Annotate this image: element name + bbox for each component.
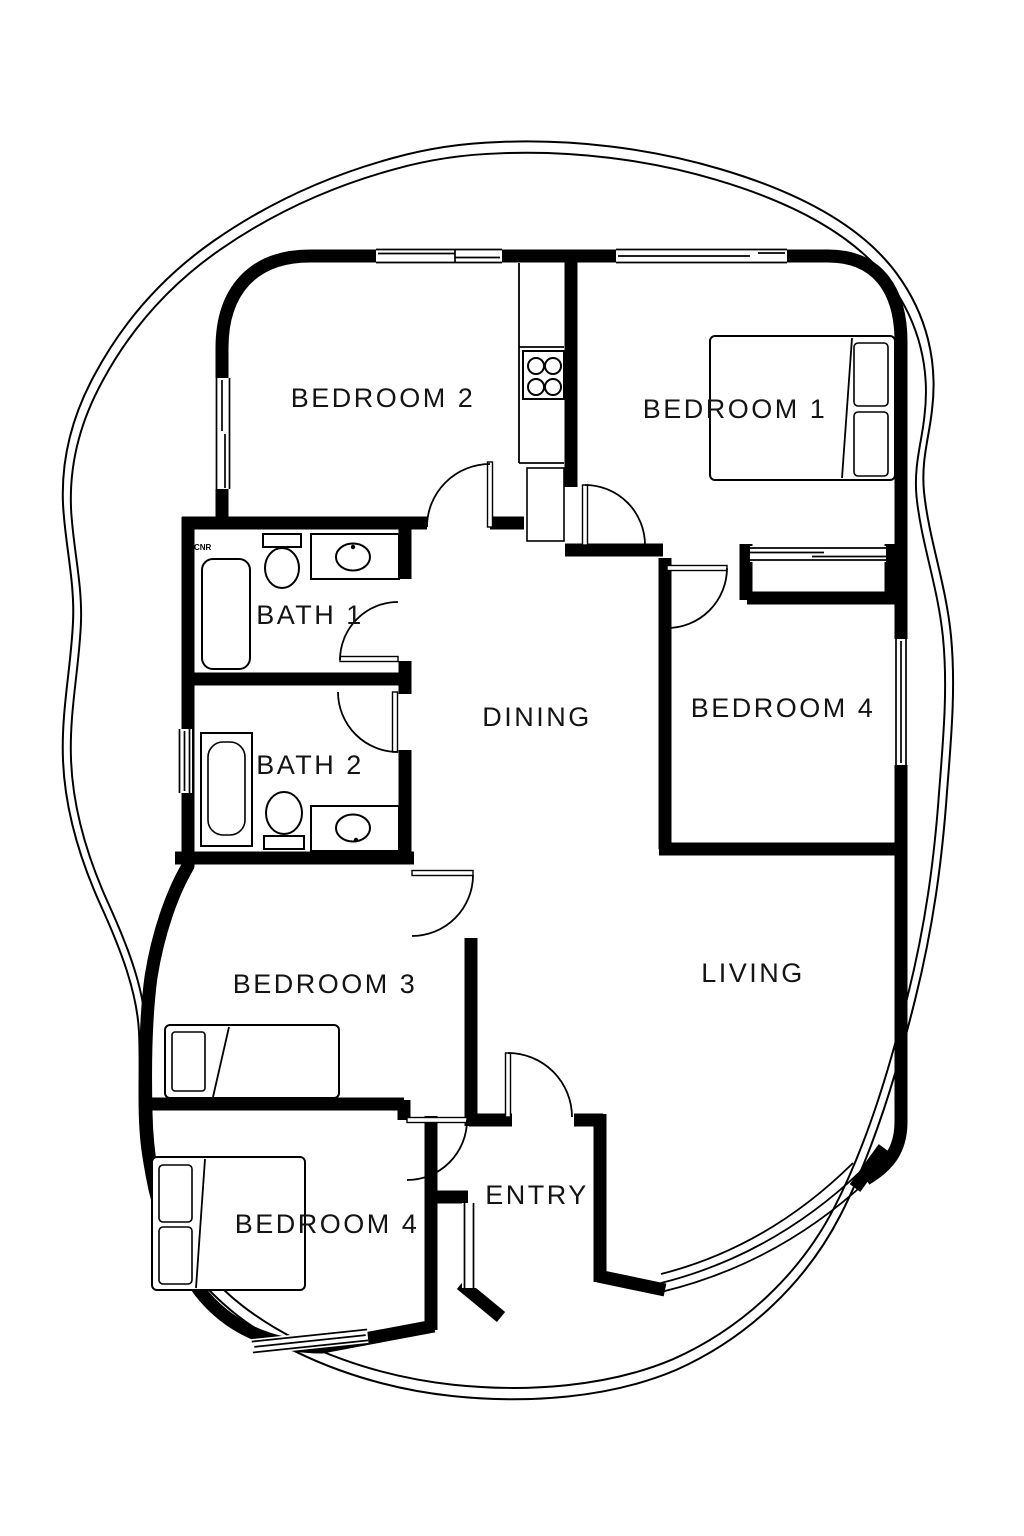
label-small-annotation: CNR: [194, 543, 212, 552]
window-left-bath2: [177, 729, 192, 793]
bed-bedroom3: [164, 1024, 340, 1099]
label-bath-1: BATH 1: [256, 600, 364, 630]
bath1-fixtures: [201, 533, 400, 670]
label-bedroom-4-upper: BEDROOM 4: [691, 693, 876, 723]
bed-bedroom4-lower: [151, 1156, 306, 1291]
window-right-bedroom4-upper: [894, 639, 908, 765]
pillow: [158, 1226, 193, 1285]
exterior-wall-left-bottom: [139, 517, 436, 1354]
toilet-icon: [263, 791, 305, 850]
window-top-bedroom1: [616, 247, 787, 265]
toilet-icon: [262, 533, 302, 589]
door-bedroom1: [581, 484, 646, 546]
door-bath1: [339, 601, 399, 663]
door-bath2: [337, 691, 399, 753]
wall-entry-bottom-stub: [596, 1269, 667, 1297]
sink-vanity-icon: [310, 533, 400, 580]
pillow: [853, 411, 889, 477]
kitchen-counter: [518, 263, 565, 542]
label-bath-2: BATH 2: [256, 750, 364, 780]
exterior-wall-top-right: [215, 249, 908, 1185]
site-boundary-outer: [61, 140, 955, 1401]
pillow: [853, 342, 889, 407]
cooktop-icon: [522, 350, 565, 400]
door-entry: [504, 1052, 573, 1118]
label-bedroom-2: BEDROOM 2: [291, 383, 476, 413]
windows: [177, 247, 908, 1356]
wall-living-glazing-end: [849, 1144, 890, 1192]
pillow: [158, 1164, 193, 1223]
room-labels: BEDROOM 2 BEDROOM 1 BATH 1 BATH 2 DINING…: [194, 383, 876, 1239]
label-entry: ENTRY: [485, 1180, 589, 1210]
pillow: [171, 1031, 206, 1092]
window-top-bedroom2: [376, 247, 502, 265]
bath2-fixtures: [200, 732, 400, 852]
label-bedroom-4-lower: BEDROOM 4: [235, 1209, 420, 1239]
bathtub-icon: [200, 732, 253, 847]
living-curved-window: [660, 1162, 869, 1293]
door-bedroom2: [426, 461, 494, 528]
label-bedroom-3: BEDROOM 3: [233, 969, 418, 999]
site-boundary: [61, 140, 955, 1401]
door-bedroom3: [411, 869, 474, 937]
kitchen-cabinet: [526, 467, 565, 542]
label-bedroom-1: BEDROOM 1: [643, 394, 828, 424]
door-bedroom4-upper: [666, 564, 728, 629]
bed-bedroom1: [709, 335, 896, 481]
shower-icon: [201, 558, 251, 670]
door-bedroom4-lower: [406, 1116, 468, 1181]
closet-sliding-doors-bedroom1: [750, 546, 886, 562]
window-left-bedroom2: [214, 378, 232, 489]
doors: [337, 461, 728, 1181]
wall-entry-diagonal: [456, 1278, 506, 1323]
label-dining: DINING: [482, 702, 592, 732]
interior-walls: [146, 252, 907, 1330]
window-bottom-bedroom4-lower: [251, 1326, 369, 1356]
window-entry-sidelight: [462, 1203, 476, 1288]
sink-vanity-icon: [310, 805, 400, 852]
label-living: LIVING: [701, 958, 805, 988]
exterior-walls: [139, 249, 908, 1354]
